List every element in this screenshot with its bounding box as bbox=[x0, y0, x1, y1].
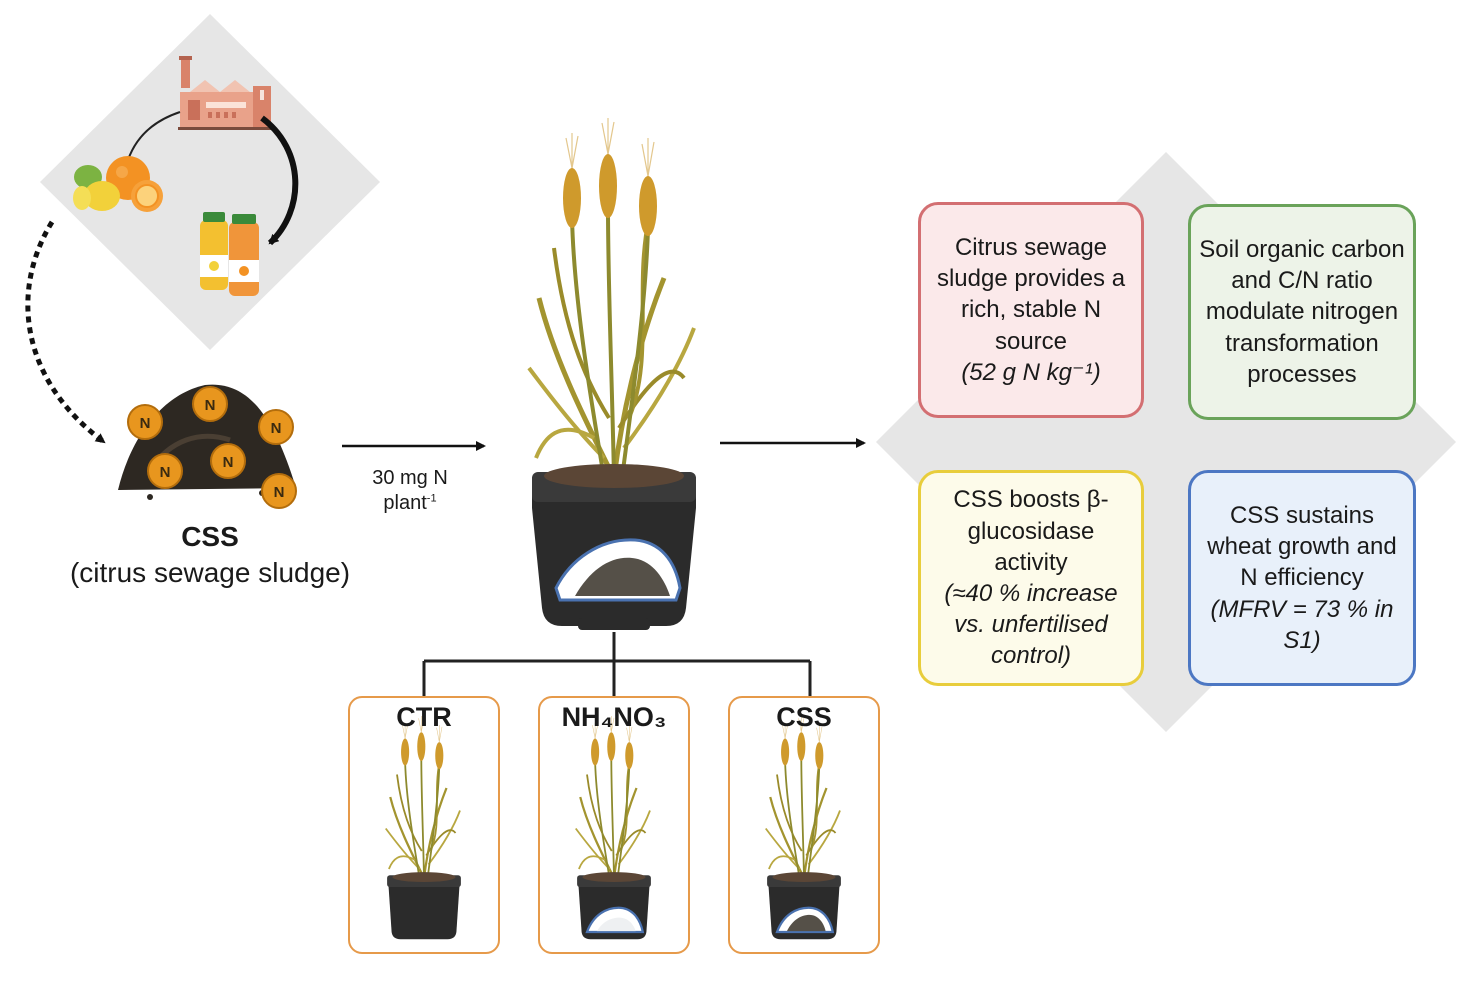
factory-icon bbox=[178, 56, 273, 130]
sludge-label: CSS bbox=[181, 521, 239, 552]
svg-text:N: N bbox=[160, 464, 171, 481]
nitrogen-dose-label: 30 mg N plant-1 bbox=[350, 466, 470, 516]
treatment-plant-ctr bbox=[384, 714, 462, 940]
finding-text: Soil organic carbon and C/N ratio modula… bbox=[1199, 236, 1405, 388]
treatment-label: NH₄NO₃ bbox=[561, 702, 667, 732]
dose-line-2: plant-1 bbox=[383, 492, 437, 514]
nitrogen-marker: N bbox=[127, 404, 163, 440]
flow-line bbox=[127, 111, 181, 161]
treatment-box-css: CSS bbox=[728, 696, 880, 954]
finding-text: Citrus sewage sludge provides a rich, st… bbox=[936, 234, 1126, 355]
nitrogen-marker: N bbox=[261, 473, 297, 509]
finding-note: (MFRV = 73 % in S1) bbox=[1210, 595, 1394, 654]
processing-arrow bbox=[260, 115, 299, 246]
finding-text: CSS sustains wheat growth and N efficien… bbox=[1207, 502, 1397, 592]
treatment-box-nh4no3: NH₄NO₃ bbox=[538, 696, 690, 954]
source-diamond bbox=[40, 14, 380, 350]
finding-note: (≈40 % increase vs. unfertilised control… bbox=[944, 580, 1118, 670]
finding-note: (52 g N kg⁻¹) bbox=[961, 358, 1101, 386]
treatment-label: CTR bbox=[396, 702, 452, 732]
finding-soil-carbon: Soil organic carbon and C/N ratio modula… bbox=[1188, 204, 1416, 420]
sludge-full-name: (citrus sewage sludge) bbox=[69, 557, 351, 588]
citrus-fruits-icon bbox=[73, 156, 163, 212]
finding-n-source: Citrus sewage sludge provides a rich, st… bbox=[918, 202, 1144, 418]
finding-text: CSS boosts β-glucosidase activity bbox=[953, 486, 1109, 576]
svg-text:N: N bbox=[223, 454, 234, 471]
treatment-bracket bbox=[422, 632, 812, 698]
finding-glucosidase: CSS boosts β-glucosidase activity (≈40 %… bbox=[918, 470, 1144, 686]
treatment-box-ctr: CTR bbox=[348, 696, 500, 954]
nitrogen-marker: N bbox=[192, 386, 228, 422]
nitrogen-marker: N bbox=[210, 443, 246, 479]
sludge-pile-icon: N N N N N N bbox=[118, 384, 297, 509]
svg-text:N: N bbox=[271, 420, 282, 437]
main-wheat-pot-icon bbox=[529, 118, 696, 630]
dose-exponent: -1 bbox=[426, 492, 437, 505]
treatment-plant-css bbox=[764, 714, 842, 940]
dotted-arrow bbox=[25, 220, 106, 445]
treatment-plant-nh4no3 bbox=[574, 714, 652, 940]
finding-wheat-growth: CSS sustains wheat growth and N efficien… bbox=[1188, 470, 1416, 686]
svg-text:N: N bbox=[140, 415, 151, 432]
source-panel: N N N N N N bbox=[25, 14, 380, 509]
dose-line-1: 30 mg N bbox=[372, 467, 448, 489]
nitrogen-marker: N bbox=[258, 409, 294, 445]
treatment-label: CSS bbox=[776, 702, 832, 732]
svg-text:N: N bbox=[205, 397, 216, 414]
juice-bottles-icon bbox=[200, 212, 259, 296]
nitrogen-marker: N bbox=[147, 453, 183, 489]
svg-text:N: N bbox=[274, 484, 285, 501]
